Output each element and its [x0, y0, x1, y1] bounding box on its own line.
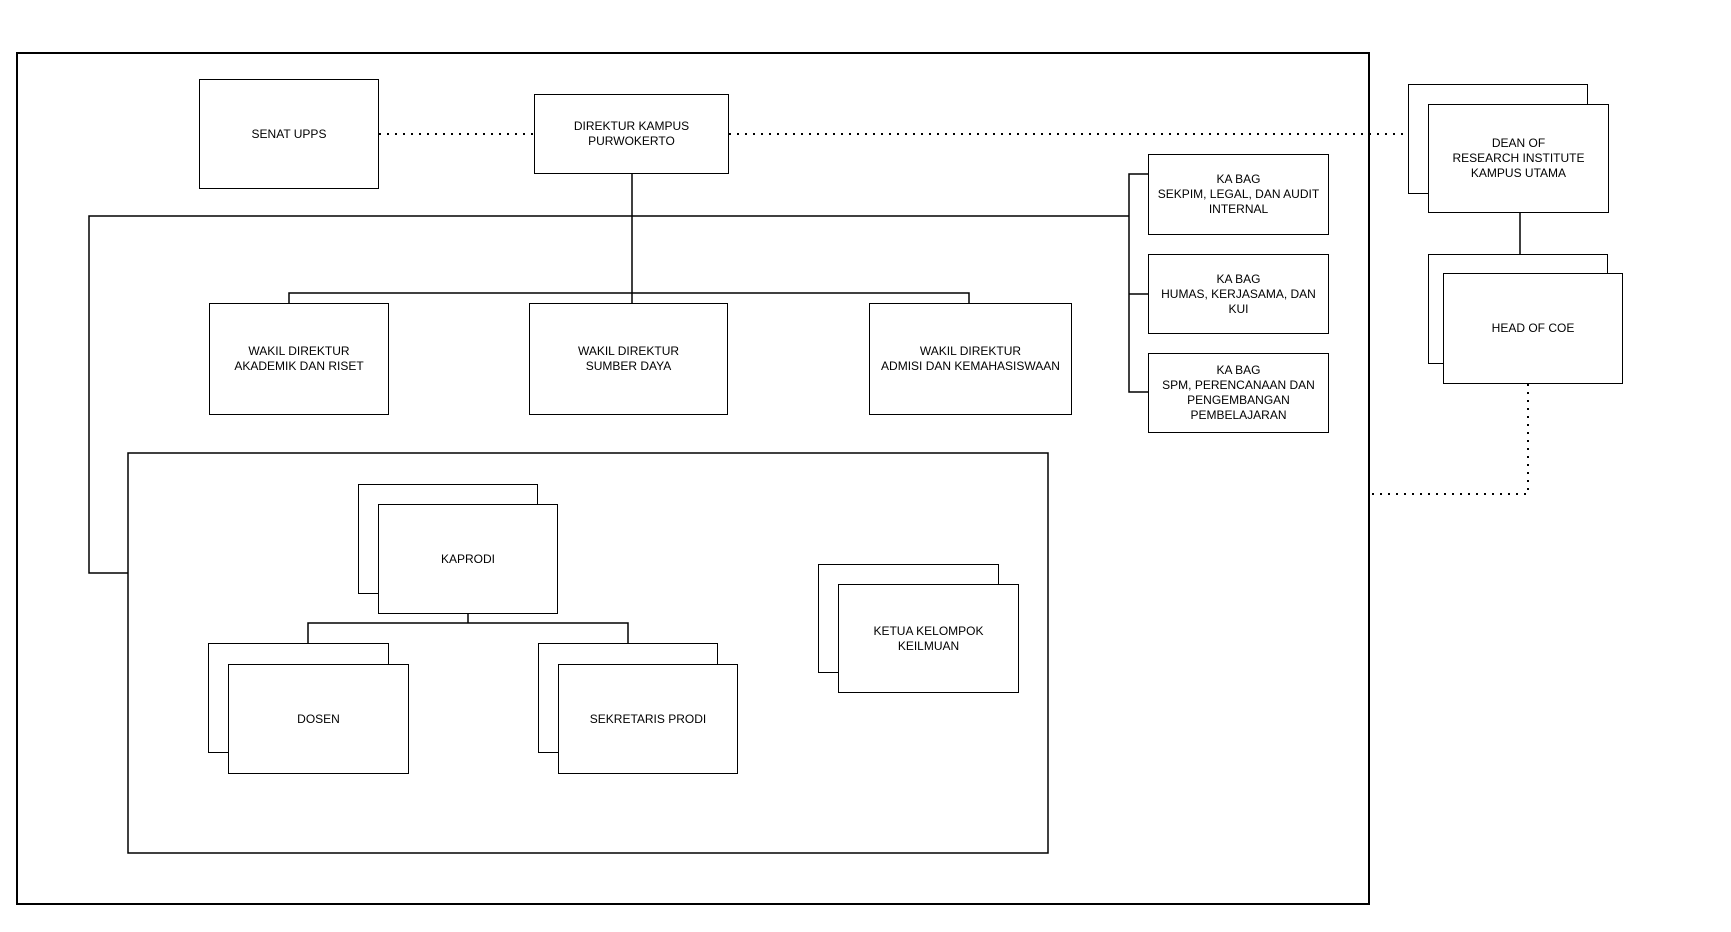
node-dosen-label: DOSEN [297, 711, 340, 726]
node-wakil-direktur-sumber-daya-label: WAKIL DIREKTUR SUMBER DAYA [577, 344, 680, 373]
node-kaprodi-label: KAPRODI [440, 551, 495, 566]
prodi-group-frame [127, 452, 1049, 854]
node-direktur-kampus: DIREKTUR KAMPUS PURWOKERTO [534, 94, 729, 174]
node-kabag-spm-perencanaan: KA BAG SPM, PERENCANAAN DAN PENGEMBANGAN… [1148, 353, 1329, 433]
node-kabag-sekpim-label: KA BAG SEKPIM, LEGAL, DAN AUDIT INTERNAL [1157, 172, 1320, 216]
node-senat-upps: SENAT UPPS [199, 79, 379, 189]
node-kabag-humas-label: KA BAG HUMAS, KERJASAMA, DAN KUI [1161, 271, 1316, 316]
edge-direktur-feed-line [88, 215, 1129, 574]
node-dean-research-label: DEAN OF RESEARCH INSTITUTE KAMPUS UTAMA [1452, 136, 1585, 180]
node-kaprodi: KAPRODI [378, 504, 558, 614]
node-wakil-direktur-admisi: WAKIL DIREKTUR ADMISI DAN KEMAHASISWAAN [869, 303, 1072, 415]
node-wakil-direktur-sumber-daya: WAKIL DIREKTUR SUMBER DAYA [529, 303, 728, 415]
node-head-of-coe-label: HEAD OF COE [1491, 321, 1575, 335]
node-wakil-direktur-admisi-label: WAKIL DIREKTUR ADMISI DAN KEMAHASISWAAN [881, 344, 1060, 373]
node-wakil-direktur-akademik: WAKIL DIREKTUR AKADEMIK DAN RISET [209, 303, 389, 415]
node-dosen: DOSEN [228, 664, 409, 774]
node-head-of-coe: HEAD OF COE [1443, 273, 1623, 384]
edge-wakil-bracket [288, 292, 970, 303]
node-ketua-kelompok-label: KETUA KELOMPOK KEILMUAN [873, 623, 984, 653]
node-kabag-sekpim-legal-audit: KA BAG SEKPIM, LEGAL, DAN AUDIT INTERNAL [1148, 154, 1329, 235]
node-sekretaris-prodi-label: SEKRETARIS PRODI [589, 711, 707, 726]
node-direktur-kampus-label: DIREKTUR KAMPUS PURWOKERTO [573, 119, 690, 148]
node-dean-research-institute: DEAN OF RESEARCH INSTITUTE KAMPUS UTAMA [1428, 104, 1609, 213]
node-kabag-spm-label: KA BAG SPM, PERENCANAAN DAN PENGEMBANGAN… [1162, 363, 1315, 422]
edge-kabag-bracket [1128, 173, 1148, 393]
edge-kaprodi-bracket [307, 614, 629, 643]
node-kabag-humas-kerjasama-kui: KA BAG HUMAS, KERJASAMA, DAN KUI [1148, 254, 1329, 334]
edge-head-to-campus-dotted [1369, 384, 1529, 495]
node-sekretaris-prodi: SEKRETARIS PRODI [558, 664, 738, 774]
node-ketua-kelompok-keilmuan: KETUA KELOMPOK KEILMUAN [838, 584, 1019, 693]
node-senat-upps-label: SENAT UPPS [251, 126, 327, 141]
campus-container-frame [16, 52, 1370, 905]
node-wakil-direktur-akademik-label: WAKIL DIREKTUR AKADEMIK DAN RISET [234, 344, 364, 373]
